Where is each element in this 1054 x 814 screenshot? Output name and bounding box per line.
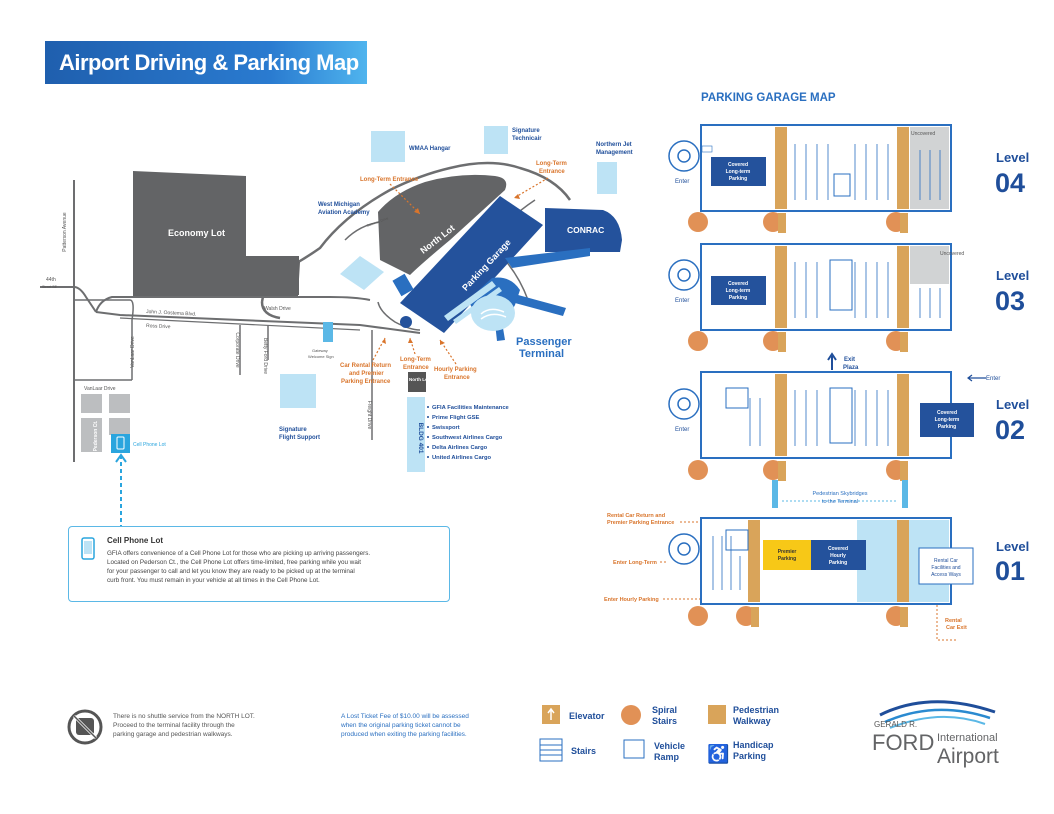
signature-technicair-label-1: Signature bbox=[512, 128, 540, 134]
lt-entrance-right-label-2: Entrance bbox=[539, 169, 565, 175]
pederson-lot-3 bbox=[81, 418, 102, 452]
betty-ford-label: Betty Ford Drive bbox=[262, 338, 268, 374]
northern-jet-label-1: Northern Jet bbox=[596, 142, 632, 148]
lost-ticket-line: A Lost Ticket Fee of $10.00 will be asse… bbox=[341, 713, 469, 720]
vanlaar-drive-label: VanLaar Drive bbox=[84, 386, 116, 392]
corporate-label: Corporate Drive bbox=[234, 332, 240, 368]
bldg-401 bbox=[407, 397, 425, 472]
conrac-label: CONRAC bbox=[567, 225, 604, 235]
car-rental-label-1: Car Rental Return bbox=[340, 363, 391, 369]
vanlaar-vertical-label: VanLaar Drive bbox=[130, 336, 136, 368]
pederson-label: Pederson Ct. bbox=[93, 420, 99, 451]
conrac-building[interactable] bbox=[545, 208, 622, 252]
north-lot-small-label: North Lot bbox=[409, 377, 430, 382]
terminal-label-2: Terminal bbox=[519, 348, 564, 360]
tenant-item: Prime Flight GSE bbox=[432, 415, 479, 421]
oostema-label: John J. Oostema Blvd. bbox=[146, 309, 197, 318]
tenant-list: GFIA Facilities Maintenance Prime Flight… bbox=[427, 405, 510, 461]
entrance-labels: Long-Term Entrance Long-Term Entrance Ca… bbox=[340, 161, 567, 385]
shuttle-line: Proceed to the terminal facility through… bbox=[113, 722, 235, 729]
cell-phone-line: curb front. You must remain in your vehi… bbox=[107, 577, 320, 584]
signature-flight-support-building bbox=[280, 374, 316, 408]
gateway-sign-label-1: Gateway bbox=[312, 348, 328, 353]
shuttle-line: There is no shuttle service from the NOR… bbox=[113, 713, 255, 720]
cell-phone-icon bbox=[81, 537, 95, 560]
tenant-item: United Airlines Cargo bbox=[432, 455, 492, 461]
forty-fourth-sub-label: Street SE bbox=[42, 285, 58, 289]
patterson-label: Patterson Avenue bbox=[62, 212, 68, 252]
garage-spiral-marker bbox=[400, 316, 412, 328]
gateway-label: Gateway Drive bbox=[366, 216, 389, 228]
cell-phone-info-box: Cell Phone Lot GFIA offers convenience o… bbox=[68, 526, 450, 602]
economy-lot-label: Economy Lot bbox=[168, 228, 225, 238]
lt-entrance-bottom-label-2: Entrance bbox=[403, 365, 429, 371]
arrowheads bbox=[382, 194, 520, 345]
pederson-lot-2 bbox=[109, 394, 130, 413]
academy-label-2: Aviation Academy bbox=[318, 210, 370, 216]
shuttle-line: parking garage and pedestrian walkways. bbox=[113, 731, 233, 738]
wmaa-hangar bbox=[371, 131, 405, 162]
ross-label: Ross Drive bbox=[146, 323, 171, 330]
north-lot-sign bbox=[408, 372, 426, 392]
shuttle-notice: There is no shuttle service from the NOR… bbox=[113, 712, 255, 739]
lost-ticket-notice: A Lost Ticket Fee of $10.00 will be asse… bbox=[341, 712, 469, 739]
cell-phone-lot-map-label: Cell Phone Lot bbox=[133, 442, 166, 448]
northern-jet-label-2: Management bbox=[596, 150, 633, 156]
north-lot-booth bbox=[392, 273, 414, 297]
tenant-item: Delta Airlines Cargo bbox=[432, 445, 488, 451]
hourly-entrance-label-2: Entrance bbox=[444, 375, 470, 381]
terminal-label-1: Passenger bbox=[516, 336, 572, 348]
signature-flight-support-label-1: Signature bbox=[279, 427, 307, 433]
page-title: Airport Driving & Parking Map bbox=[59, 50, 359, 75]
cell-phone-text: GFIA offers convenience of a Cell Phone … bbox=[107, 549, 443, 585]
terminal-wave-icon bbox=[480, 308, 507, 320]
cell-phone-line: for your passenger to call and let you k… bbox=[107, 568, 355, 575]
tenant-item: Swissport bbox=[432, 425, 460, 431]
lt-entrance-bottom-label-1: Long-Term bbox=[400, 357, 431, 363]
gateway-sign-label-2: Welcome Sign bbox=[308, 354, 334, 359]
signature-technicair-building bbox=[484, 126, 508, 154]
lost-ticket-line: produced when exiting the parking facili… bbox=[341, 731, 467, 738]
tenant-item: Southwest Airlines Cargo bbox=[432, 435, 503, 441]
cell-phone-line: GFIA offers convenience of a Cell Phone … bbox=[107, 550, 371, 557]
car-rental-label-3: Parking Entrance bbox=[341, 379, 391, 385]
signature-technicair-label-2: Technicair bbox=[512, 136, 542, 142]
lt-entrance-left-label: Long-Term Entrance bbox=[360, 177, 419, 183]
academy-building bbox=[340, 256, 384, 290]
lost-ticket-line: when the original parking ticket cannot … bbox=[341, 722, 461, 729]
cell-phone-lot[interactable] bbox=[111, 434, 130, 453]
walsh-label: Walsh Drive bbox=[264, 306, 291, 312]
pederson-lot-4 bbox=[109, 418, 130, 435]
cell-phone-icon-map bbox=[116, 436, 125, 450]
northern-jet-building bbox=[597, 162, 617, 194]
hourly-entrance-label-1: Hourly Parking bbox=[434, 367, 477, 373]
wmaa-hangar-label: WMAA Hangar bbox=[409, 146, 451, 152]
parking-garage[interactable] bbox=[400, 196, 543, 333]
car-rental-label-2: and Premier bbox=[349, 371, 384, 377]
freight-label: Freight Drive bbox=[366, 401, 372, 430]
forty-fourth-label: 44th bbox=[46, 277, 56, 283]
bldg-401-label: BLDG 401 bbox=[417, 422, 424, 453]
lt-entrance-right-label-1: Long-Term bbox=[536, 161, 567, 167]
academy-label-1: West Michigan bbox=[318, 202, 360, 208]
cell-phone-line: Located on Pederson Ct., the Cell Phone … bbox=[107, 559, 361, 566]
economy-lot-annex[interactable] bbox=[246, 256, 299, 295]
cell-phone-heading: Cell Phone Lot bbox=[107, 536, 163, 545]
north-lot[interactable] bbox=[378, 174, 507, 275]
title-banner: Airport Driving & Parking Map bbox=[45, 41, 367, 84]
gateway-welcome-sign bbox=[323, 322, 333, 342]
tenant-item: GFIA Facilities Maintenance bbox=[432, 405, 510, 411]
pederson-lot-1 bbox=[81, 394, 102, 413]
signature-flight-support-label-2: Flight Support bbox=[279, 435, 320, 441]
